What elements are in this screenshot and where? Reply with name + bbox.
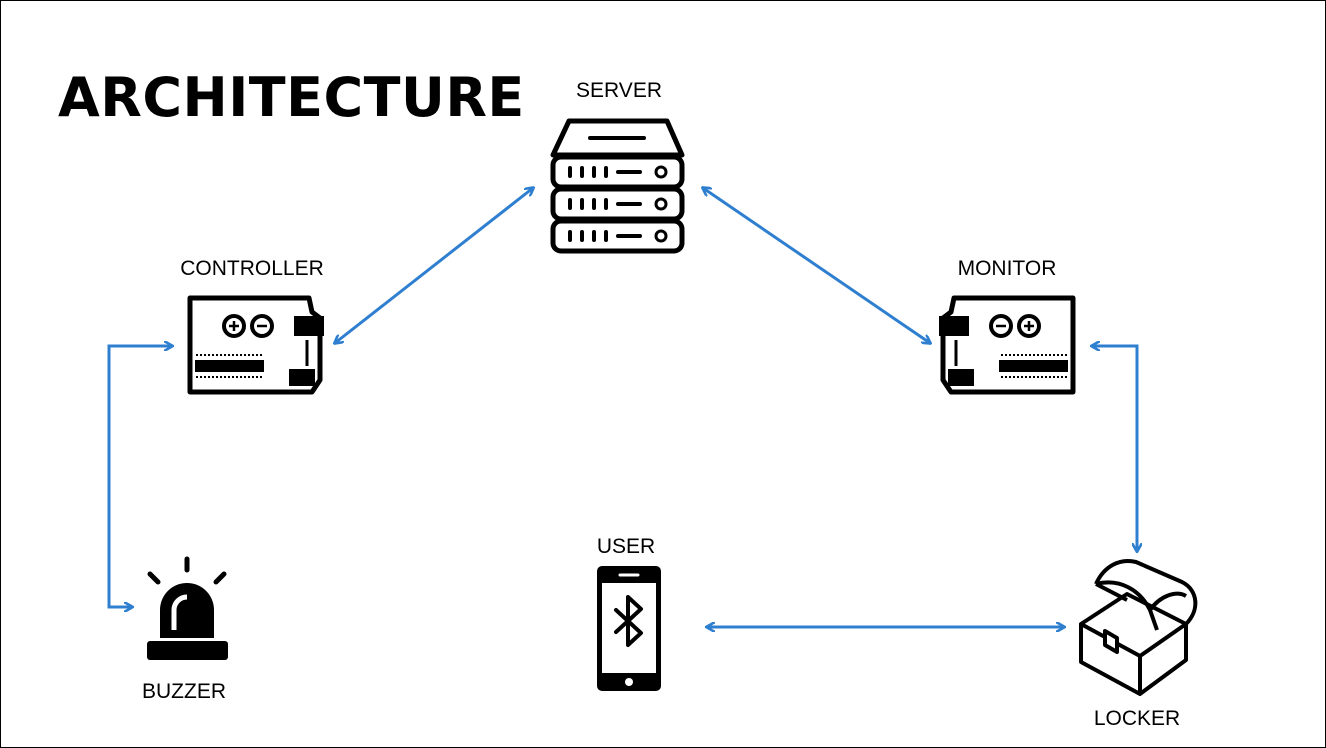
alarm-siren-icon	[147, 556, 228, 660]
server-rack-icon	[550, 118, 685, 254]
treasure-chest-icon	[1079, 559, 1198, 696]
bluetooth-phone-icon	[597, 566, 661, 691]
buzzer-label: BUZZER	[142, 680, 226, 703]
server-label: SERVER	[576, 79, 662, 102]
controller-buzzer-arrow	[107, 346, 172, 607]
server-monitor-arrow	[703, 188, 930, 343]
controller-label: CONTROLLER	[180, 257, 324, 280]
locker-label: LOCKER	[1093, 707, 1181, 730]
arduino-board-icon	[187, 295, 324, 395]
controller-server-arrow	[335, 188, 533, 343]
connections	[107, 188, 1137, 627]
page-title: ARCHITECTURE	[58, 66, 525, 129]
arduino-board-icon	[939, 295, 1076, 395]
monitor-label: MONITOR	[957, 257, 1057, 280]
user-label: USER	[596, 535, 656, 558]
monitor-locker-arrow	[1092, 346, 1137, 551]
